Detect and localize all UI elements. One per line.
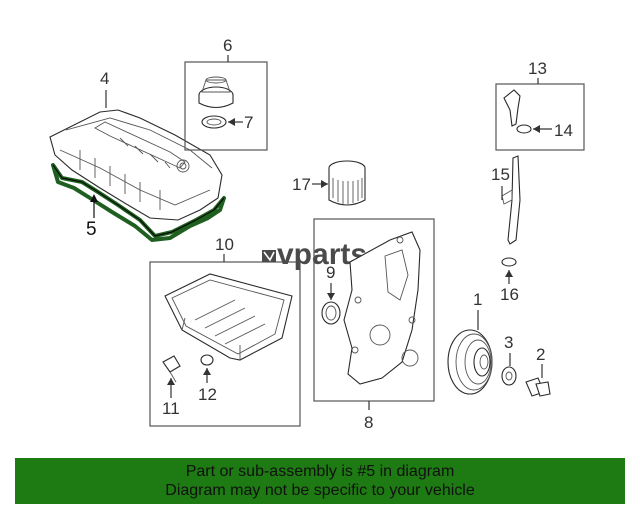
callout-2: 2 — [536, 345, 545, 364]
callout-9: 9 — [326, 263, 335, 282]
callout-14: 14 — [554, 121, 573, 140]
banner-line-2: Diagram may not be specific to your vehi… — [165, 482, 475, 499]
dipstick-tube-part[interactable] — [501, 155, 521, 245]
tube-seal-part[interactable] — [501, 257, 517, 267]
crankshaft-pulley-part[interactable] — [447, 329, 493, 395]
cap-seal-ring-part[interactable] — [201, 115, 227, 129]
pulley-bolt-part[interactable] — [525, 377, 551, 397]
gasket-part-highlighted[interactable] — [51, 163, 226, 242]
info-banner: Part or sub-assembly is #5 in diagram Di… — [15, 458, 625, 504]
front-seal-part[interactable] — [321, 301, 341, 325]
callout-6: 6 — [223, 36, 232, 55]
oil-pan-group-box — [149, 261, 301, 427]
cap-group-box — [184, 61, 268, 151]
drain-plug-washer-part[interactable] — [200, 354, 214, 366]
callout-5: 5 — [86, 219, 97, 240]
timing-cover-group-box — [313, 218, 435, 402]
oil-pan-part[interactable] — [164, 273, 293, 361]
callout-1: 1 — [473, 290, 482, 309]
drain-plug-part[interactable] — [162, 355, 181, 383]
callout-11: 11 — [162, 399, 180, 418]
pulley-washer-part[interactable] — [501, 366, 517, 386]
banner-line-1: Part or sub-assembly is #5 in diagram — [185, 463, 455, 480]
callout-15: 15 — [491, 165, 510, 184]
timing-cover-part[interactable] — [343, 231, 421, 385]
dipstick-o-ring-part[interactable] — [516, 124, 532, 134]
dipstick-handle-part[interactable] — [503, 89, 521, 127]
dipstick-group-box — [495, 83, 585, 151]
valve-cover-part[interactable] — [49, 109, 223, 221]
callout-13: 13 — [528, 59, 547, 78]
callout-8: 8 — [364, 413, 373, 432]
callout-3: 3 — [504, 333, 513, 352]
callout-4: 4 — [100, 69, 109, 88]
callout-12: 12 — [198, 385, 217, 404]
callout-17: 17 — [292, 175, 311, 194]
callout-7: 7 — [244, 113, 253, 132]
callout-16: 16 — [500, 285, 519, 304]
parts-diagram: 4 5 6 7 17 10 11 — [49, 36, 585, 432]
oil-filter-part[interactable] — [328, 160, 366, 206]
callout-10: 10 — [215, 235, 234, 254]
oil-filler-cap-part[interactable] — [198, 76, 234, 109]
